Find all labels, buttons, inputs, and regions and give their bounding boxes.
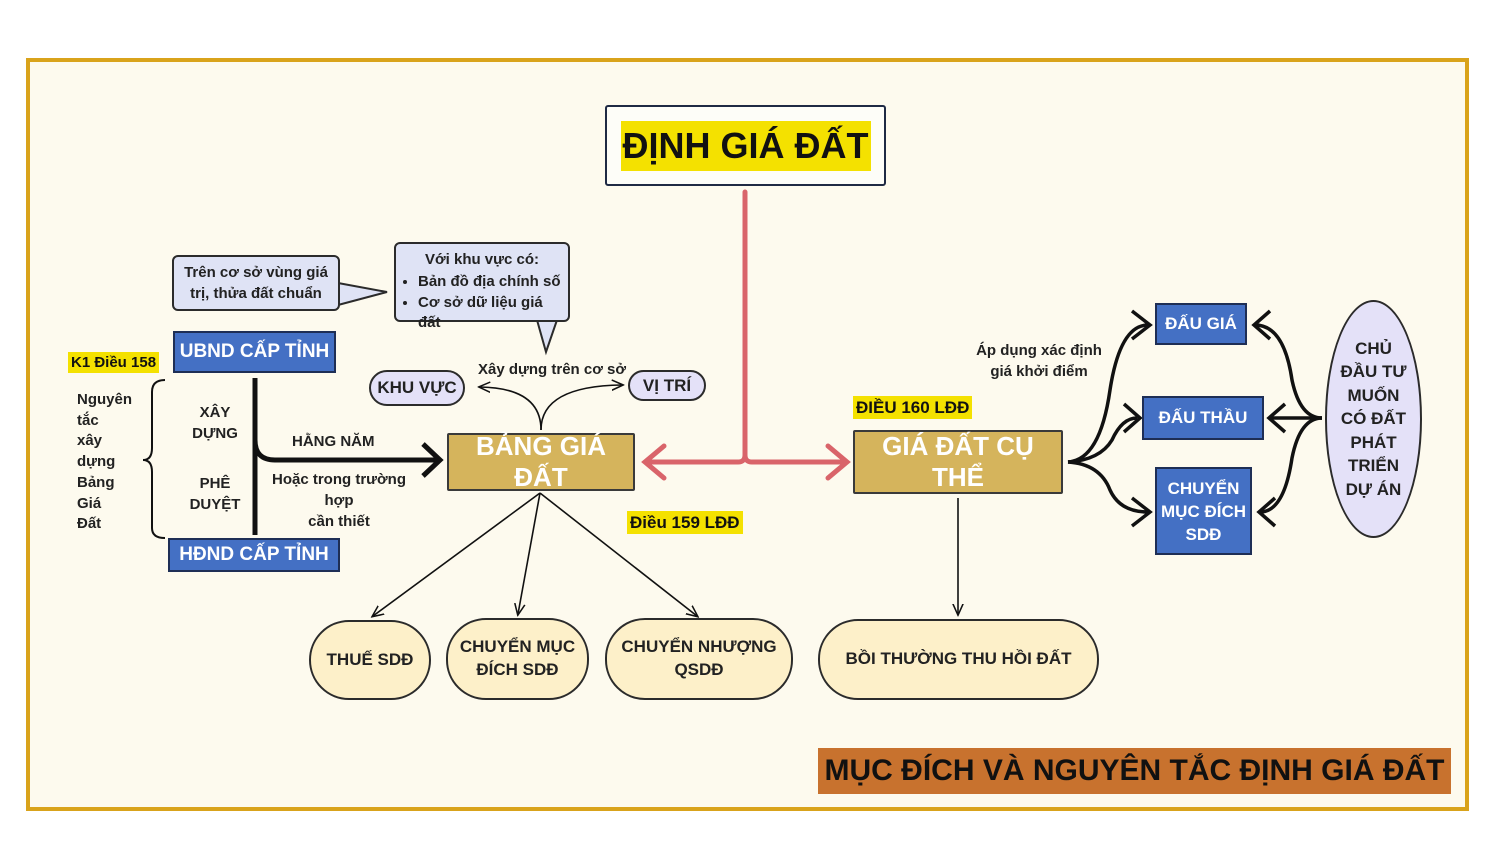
or-needed-label: Hoặc trong trường hợp cần thiết: [258, 469, 420, 532]
hdnd-box: HĐND CẤP TỈNH: [168, 538, 340, 572]
apply-label: Áp dụng xác định giá khởi điểm: [975, 340, 1103, 382]
khu-vuc-label: KHU VỰC: [377, 378, 457, 397]
callout-area-heading: Với khu vực có:: [424, 251, 540, 268]
principle-line: Bảng: [77, 473, 115, 491]
dau-gia-label: ĐẤU GIÁ: [1165, 314, 1237, 333]
callout-area-list: Bản đồ địa chính số Cơ sở dữ liệu giá đấ…: [402, 272, 562, 333]
callout-area: Với khu vực có: Bản đồ địa chính số Cơ s…: [394, 242, 570, 331]
khu-vuc-pill: KHU VỰC: [369, 370, 465, 406]
k1-dieu-158-tag: K1 Điều 158: [68, 352, 160, 373]
build-label: XÂY DỰNG: [185, 402, 245, 444]
bang-gia-dat-box: BẢNG GIÁ ĐẤT: [447, 431, 635, 492]
vi-tri-label: VỊ TRÍ: [642, 375, 692, 395]
investor-line: DỰ ÁN: [1345, 479, 1402, 499]
dau-thau-label: ĐẤU THẦU: [1158, 408, 1248, 427]
principle-line: Giá: [77, 494, 102, 512]
footer-title: MỤC ĐÍCH VÀ NGUYÊN TẮC ĐỊNH GIÁ ĐẤT: [824, 754, 1445, 787]
principle-line: Đất: [77, 515, 102, 533]
use-thue-pill: THUẾ SDĐ: [309, 620, 431, 700]
title-box: ĐỊNH GIÁ ĐẤT: [605, 105, 886, 186]
approve-label: PHÊ DUYỆT: [185, 473, 245, 515]
yearly-label: HẰNG NĂM: [292, 433, 375, 450]
use-chuyen-nhuong-line: CHUYỂN NHƯỢNG: [621, 637, 777, 657]
investor-line: CHỦ: [1355, 338, 1392, 358]
bang-gia-dat-label: BẢNG GIÁ ĐẤT: [476, 431, 606, 492]
investor-line: PHÁT: [1350, 432, 1397, 452]
investor-line: CÓ ĐẤT: [1340, 409, 1407, 429]
use-thue-label: THUẾ SDĐ: [326, 649, 414, 669]
hdnd-label: HĐND CẤP TỈNH: [179, 544, 329, 565]
callout-area-item: Cơ sở dữ liệu giá đất: [418, 293, 562, 333]
build-line: XÂY: [199, 404, 231, 421]
apply-line: Áp dụng xác định: [976, 342, 1102, 359]
boi-thuong-label: BỒI THƯỜNG THU HỒI ĐẤT: [845, 649, 1072, 669]
chuyen-muc-dich-line: SDĐ: [1185, 524, 1222, 544]
dau-gia-box: ĐẤU GIÁ: [1155, 303, 1247, 345]
k1-dieu-158-text: K1 Điều 158: [68, 352, 160, 373]
callout-basis: Trên cơ sở vùng giá trị, thửa đất chuẩn: [172, 255, 340, 311]
dieu-159-text: Điều 159 LĐĐ: [627, 511, 743, 534]
chuyen-muc-dich-box: CHUYỂN MỤC ĐÍCH SDĐ: [1155, 467, 1252, 555]
dieu-160-text: ĐIỀU 160 LĐĐ: [853, 396, 973, 419]
build-line: DỰNG: [192, 425, 238, 442]
callout-basis-line: Trên cơ sở vùng giá: [184, 264, 328, 281]
principle-line: dựng: [77, 453, 116, 471]
callout-area-item: Bản đồ địa chính số: [418, 272, 562, 292]
investor-line: MUỐN: [1347, 385, 1400, 405]
use-chuyen-nhuong-pill: CHUYỂN NHƯỢNG QSDĐ: [605, 618, 793, 700]
use-chuyen-muc-line: CHUYỂN MỤC: [459, 637, 576, 657]
chuyen-muc-dich-line: CHUYỂN: [1167, 478, 1240, 498]
investor-line: TRIỂN: [1348, 456, 1399, 476]
principle-line: Nguyên: [77, 391, 133, 408]
gia-dat-cu-the-box: GIÁ ĐẤT CỤ THỂ: [853, 430, 1063, 494]
dau-thau-box: ĐẤU THẦU: [1142, 396, 1264, 440]
ubnd-label: UBND CẤP TỈNH: [179, 341, 330, 362]
principle-line: tắc: [77, 411, 99, 429]
principle-line: xây: [77, 432, 103, 450]
chuyen-muc-dich-line: MỤC ĐÍCH: [1161, 501, 1246, 521]
footer-banner: MỤC ĐÍCH VÀ NGUYÊN TẮC ĐỊNH GIÁ ĐẤT: [818, 748, 1451, 794]
approve-line: PHÊ: [199, 475, 231, 492]
dieu-160-tag: ĐIỀU 160 LĐĐ: [853, 396, 973, 419]
investor-ellipse: CHỦ ĐẦU TƯ MUỐN CÓ ĐẤT PHÁT TRIỂN DỰ ÁN: [1325, 300, 1422, 538]
built-on-label: Xây dựng trên cơ sở: [478, 361, 627, 378]
apply-line: giá khởi điểm: [990, 363, 1088, 380]
dieu-159-tag: Điều 159 LĐĐ: [627, 511, 743, 534]
boi-thuong-pill: BỒI THƯỜNG THU HỒI ĐẤT: [818, 619, 1099, 700]
gia-dat-cu-the-label: GIÁ ĐẤT CỤ THỂ: [882, 431, 1034, 492]
use-chuyen-muc-pill: CHUYỂN MỤC ĐÍCH SDĐ: [446, 618, 589, 700]
investor-line: ĐẦU TƯ: [1340, 362, 1407, 382]
or-needed-line: cần thiết: [308, 513, 370, 530]
callout-basis-line: trị, thửa đất chuẩn: [190, 285, 322, 302]
page-title: ĐỊNH GIÁ ĐẤT: [620, 120, 871, 171]
principle-text: Nguyên tắc xây dựng Bảng Giá Đất: [77, 390, 147, 535]
use-chuyen-muc-line: ĐÍCH SDĐ: [476, 660, 559, 679]
approve-line: DUYỆT: [189, 496, 241, 513]
vi-tri-pill: VỊ TRÍ: [628, 370, 706, 401]
use-chuyen-nhuong-line: QSDĐ: [674, 660, 724, 679]
ubnd-box: UBND CẤP TỈNH: [173, 331, 336, 373]
or-needed-line: Hoặc trong trường hợp: [271, 471, 407, 509]
